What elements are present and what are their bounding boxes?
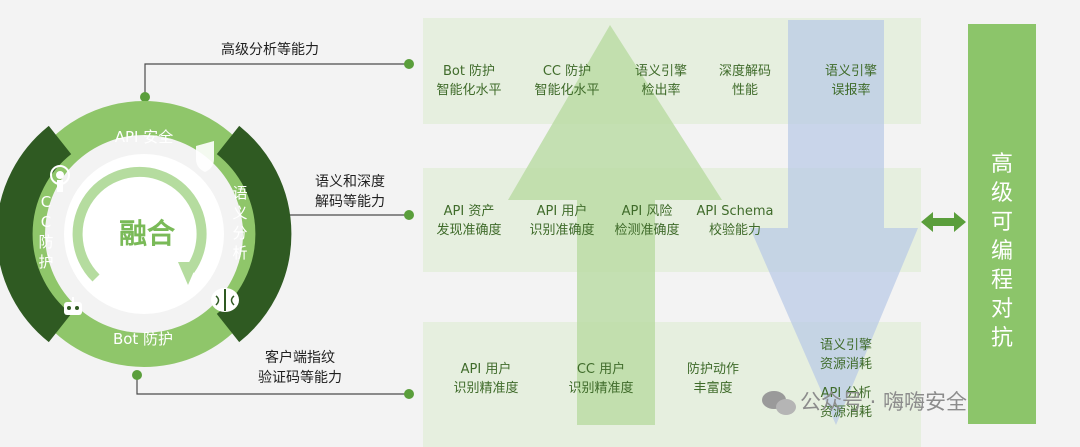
metric-cell: API 分析资源消耗 — [819, 386, 873, 420]
metric-cell: 语义引擎检出率 — [634, 64, 688, 98]
side-panel — [968, 24, 1036, 424]
connector-dot — [404, 389, 414, 399]
watermark: 公众号 · 嗨嗨安全 — [800, 390, 968, 414]
connector-top — [144, 63, 409, 97]
ring-label-bot: Bot 防护 — [112, 330, 174, 348]
down-arrow — [750, 20, 918, 425]
metric-cell: CC 用户识别精准度 — [568, 362, 634, 396]
fusion-ring — [0, 101, 292, 367]
metric-cell: Bot 防护智能化水平 — [436, 64, 502, 98]
metric-cell: 语义引擎资源消耗 — [819, 338, 873, 372]
label-fingerprint-captcha: 客户端指纹 验证码等能力 — [258, 350, 342, 386]
metric-cell: API 用户识别精准度 — [453, 362, 519, 396]
brain-icon — [211, 288, 239, 312]
wechat-icon — [762, 391, 796, 415]
metric-cell: 语义引擎误报率 — [824, 64, 878, 98]
robot-icon — [64, 297, 82, 315]
shield-icon — [196, 141, 214, 172]
connector-dot — [140, 92, 150, 102]
metric-cell: 深度解码性能 — [718, 64, 772, 98]
ring-label-cc: C C 防 护 — [38, 193, 54, 271]
connector-dot — [404, 210, 414, 220]
ring-label-api: API 安全 — [114, 128, 174, 146]
side-panel-text: 高 级 可 编 程 对 抗 — [990, 152, 1013, 351]
center-fusion-text: 融合 — [118, 217, 175, 250]
connector-bottom — [136, 375, 409, 395]
metric-cell: API 风险检测准确度 — [614, 204, 680, 238]
metric-cell: CC 防护智能化水平 — [534, 64, 600, 98]
label-advanced-analysis: 高级分析等能力 — [221, 42, 319, 58]
broadcast-icon — [50, 165, 70, 192]
connector-dot — [132, 370, 142, 380]
ring-label-semantic: 语 义 分 析 — [232, 184, 248, 262]
label-semantic-decoding: 语义和深度 解码等能力 — [315, 174, 385, 210]
connector-dot — [404, 59, 414, 69]
double-arrow-icon — [921, 212, 966, 232]
metric-cell: API 资产发现准确度 — [436, 204, 502, 238]
metric-cell: API 用户识别准确度 — [529, 204, 595, 238]
metric-cell: 防护动作丰富度 — [686, 362, 740, 396]
up-arrow — [508, 25, 722, 425]
